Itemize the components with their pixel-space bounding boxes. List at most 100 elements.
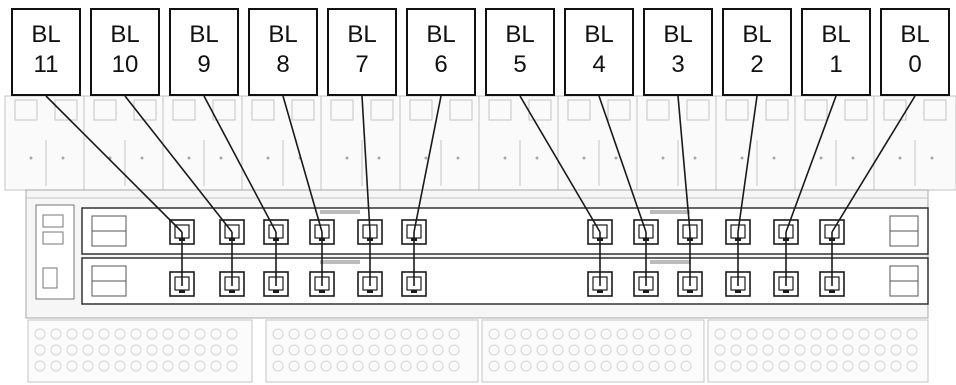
fan-vent-hole: [400, 328, 412, 340]
fan-vent-hole: [536, 328, 548, 340]
network-port-clip: [229, 290, 235, 293]
blade-port-ghost: [646, 99, 670, 121]
fan-vent-hole: [320, 328, 332, 340]
fan-vent-hole: [416, 360, 428, 372]
fan-vent-hole: [162, 344, 174, 356]
fan-vent-hole: [648, 328, 660, 340]
label-prefix: BL: [347, 21, 377, 48]
label-bl-7: BL 7: [327, 8, 397, 96]
leader-line: [413, 95, 442, 233]
blade-screw: [29, 156, 33, 160]
fan-vent-hole: [794, 344, 806, 356]
management-port: [42, 231, 64, 245]
fan-vent-hole: [858, 360, 870, 372]
blade-screw: [140, 156, 144, 160]
fan-vent-hole: [616, 360, 628, 372]
blade-screw: [661, 156, 665, 160]
label-bl-4: BL 4: [564, 8, 634, 96]
label-prefix: BL: [742, 21, 772, 48]
blade-port-ghost: [923, 99, 947, 121]
blade-port-ghost: [409, 99, 433, 121]
fan-vent-hole: [890, 328, 902, 340]
fan-vent-hole: [584, 344, 596, 356]
blade-port-ghost: [686, 99, 710, 121]
label-bl-3: BL 3: [643, 8, 713, 96]
fan-vent-hole: [416, 344, 428, 356]
fan-vent-hole: [178, 360, 190, 372]
fan-vent-hole: [336, 360, 348, 372]
fan-vent-hole: [600, 344, 612, 356]
network-port-clip: [687, 290, 693, 293]
fan-vent-hole: [272, 344, 284, 356]
label-prefix: BL: [426, 21, 456, 48]
leader-line: [598, 95, 647, 233]
label-prefix: BL: [31, 21, 61, 48]
fan-vent-hole: [146, 344, 158, 356]
fan-vent-hole: [842, 328, 854, 340]
fan-vent-hole: [874, 344, 886, 356]
fan-vent-hole: [842, 360, 854, 372]
fan-vent-hole: [520, 344, 532, 356]
fan-vent-hole: [762, 344, 774, 356]
fan-vent-hole: [66, 344, 78, 356]
fan-vent-hole: [82, 360, 94, 372]
label-bl-6: BL 6: [406, 8, 476, 96]
fan-vent-hole: [178, 328, 190, 340]
label-bl-5: BL 5: [485, 8, 555, 96]
fan-vent-hole: [34, 328, 46, 340]
blade-port-ghost: [725, 99, 749, 121]
fan-vent-hole: [842, 344, 854, 356]
label-prefix: BL: [821, 21, 851, 48]
fan-vent-hole: [552, 360, 564, 372]
fan-vent-hole: [384, 328, 396, 340]
leader-line: [203, 95, 277, 233]
module-vent: [650, 260, 690, 264]
fan-vent-hole: [616, 344, 628, 356]
usb-port: [42, 267, 58, 289]
label-number: 4: [592, 51, 606, 78]
blade-screw: [456, 156, 460, 160]
fan-vent-hole: [130, 344, 142, 356]
fan-vent-hole: [146, 328, 158, 340]
fan-vent-hole: [272, 328, 284, 340]
blade-screw: [898, 156, 902, 160]
blade-screw: [740, 156, 744, 160]
label-prefix: BL: [584, 21, 614, 48]
blade-port-ghost: [93, 99, 117, 121]
network-port-clip: [179, 290, 185, 293]
blade-port-ghost: [14, 99, 38, 121]
blade-port-ghost: [804, 99, 828, 121]
fan-vent-hole: [730, 328, 742, 340]
fan-vent-hole: [890, 344, 902, 356]
fan-vent-hole: [664, 360, 676, 372]
blade-screw: [772, 156, 776, 160]
blade-screw: [187, 156, 191, 160]
leader-line: [831, 95, 916, 233]
fan-vent-hole: [400, 344, 412, 356]
module-vent: [320, 210, 360, 214]
fan-vent-hole: [272, 360, 284, 372]
fan-vent-hole: [226, 360, 238, 372]
leader-line: [361, 95, 371, 233]
fan-vent-hole: [714, 360, 726, 372]
label-bl-1: BL 1: [801, 8, 871, 96]
fan-vent-hole: [874, 360, 886, 372]
fan-vent-hole: [632, 344, 644, 356]
fan-vent-hole: [664, 344, 676, 356]
label-number: 6: [434, 51, 448, 78]
label-prefix: BL: [900, 21, 930, 48]
label-prefix: BL: [110, 21, 140, 48]
fan-vent-hole: [536, 344, 548, 356]
fan-vent-hole: [552, 344, 564, 356]
switch-module: [81, 207, 929, 255]
fan-vent-hole: [778, 360, 790, 372]
blade-port-ghost: [251, 99, 275, 121]
leader-line: [785, 95, 837, 233]
network-port: [401, 219, 427, 245]
blade-port-ghost: [488, 99, 512, 121]
fan-vent-hole: [504, 344, 516, 356]
fan-vent-hole: [826, 344, 838, 356]
network-port-clip: [273, 290, 279, 293]
label-bl-0: BL 0: [880, 8, 950, 96]
fan-vent-hole: [336, 328, 348, 340]
